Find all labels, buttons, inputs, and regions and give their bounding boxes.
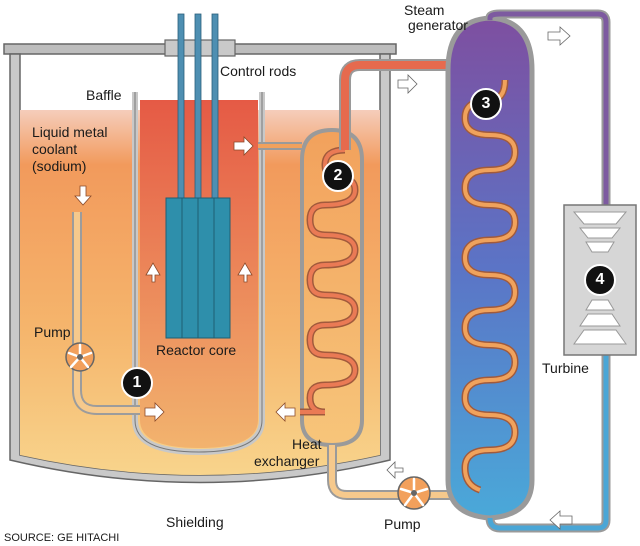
steam-generator-label-line1: Steam	[404, 2, 445, 18]
top-flow-arrow	[397, 74, 418, 94]
heat-exchanger	[300, 127, 364, 448]
steam-out-arrow	[547, 26, 571, 46]
bottom-pump-arrow	[386, 461, 404, 479]
step-badge-2: 2	[322, 160, 354, 192]
pump-out-arrow	[144, 402, 165, 422]
turbine-loop	[485, 9, 611, 533]
step-badge-4: 4	[584, 264, 616, 296]
step-badge-1: 1	[121, 367, 153, 399]
reactor-core-label: Reactor core	[156, 342, 237, 358]
shielding-label: Shielding	[166, 514, 224, 530]
reactor-core	[165, 197, 231, 339]
bottom-pump	[397, 476, 431, 510]
left-pump	[65, 342, 95, 372]
steam-generator	[445, 15, 535, 521]
flow-up-arrows	[145, 262, 253, 283]
hx-in-arrow	[233, 136, 254, 156]
coolant-label-line1: Liquid metal	[32, 124, 108, 140]
turbine-label: Turbine	[542, 360, 589, 376]
hx-out-arrow	[275, 402, 296, 422]
step-badge-3: 3	[470, 88, 502, 120]
left-pump-pipe	[72, 212, 140, 415]
steam-generator-label-line2: generator	[408, 17, 468, 33]
coolant-label-line2: coolant	[32, 141, 78, 157]
control-rods-label: Control rods	[220, 63, 297, 79]
intermediate-loop-bottom	[327, 445, 470, 500]
coolant-down-arrow	[74, 185, 92, 206]
water-return-arrow	[549, 510, 573, 530]
bottom-pump-label: Pump	[384, 516, 421, 532]
heat-exchanger-label-line1: Heat	[292, 436, 322, 452]
heat-exchanger-label-line2: exchanger	[254, 453, 320, 469]
baffle-label: Baffle	[86, 87, 122, 103]
left-pump-label: Pump	[34, 324, 71, 340]
source-credit: SOURCE: GE HITACHI	[4, 532, 120, 544]
coolant-label-line3: (sodium)	[32, 158, 87, 174]
